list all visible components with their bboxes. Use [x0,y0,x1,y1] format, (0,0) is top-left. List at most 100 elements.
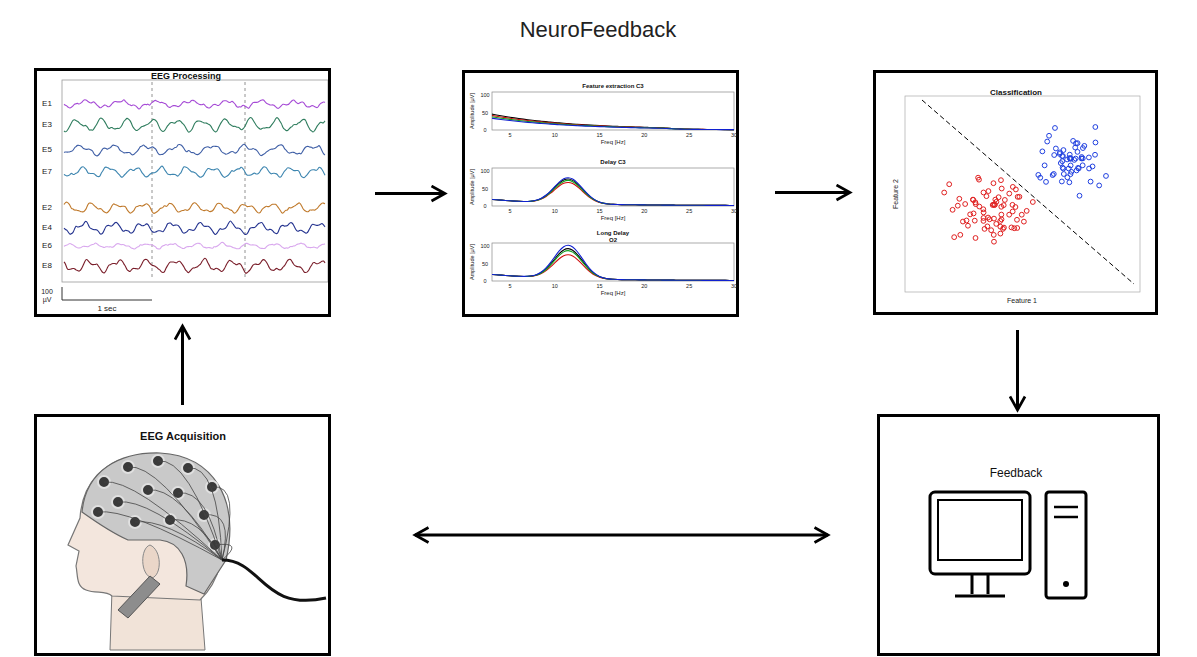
eeg-cap [82,453,230,594]
data-point [1053,126,1058,131]
electrode-wire [98,512,222,560]
data-point [1052,153,1057,158]
classification-box: Classification [873,70,1158,315]
eeg-trace [64,258,325,273]
tick-label: 0 [483,203,486,209]
data-point [991,202,996,207]
channel-name: E7 [42,168,52,177]
node-label: Feature extraction C3 [582,83,644,90]
tick-label: 10 [552,132,558,138]
data-point [981,210,986,215]
data-point [981,190,986,195]
data-point [1061,172,1066,177]
data-point [981,216,986,221]
data-point [999,186,1004,191]
data-point [1072,158,1077,163]
head-illustration [68,453,326,650]
axis-label: Freq [Hz] [601,290,626,297]
channel-name: E4 [42,224,52,233]
flow-arrow [181,326,184,405]
spectrum-curve [492,115,734,129]
data-point [989,228,994,233]
flow-arrow [1016,330,1019,410]
node-label: Classification [990,89,1042,98]
data-point [999,212,1004,217]
data-point [971,197,976,202]
tick-label: 15 [596,283,602,289]
data-point [1017,194,1022,199]
data-point [973,236,978,241]
data-point [1019,212,1024,217]
channel-name: E6 [42,242,52,251]
channel-name: E1 [42,100,52,109]
time-marker [152,82,153,280]
data-point [1024,208,1029,213]
data-point [1015,217,1020,222]
scale-label: 100 µV [37,288,57,303]
data-point [1067,180,1072,185]
drive-slots [1054,507,1078,517]
electrode-wire [212,487,230,560]
spectrum-curve [492,249,734,281]
tick-label: 20 [641,208,647,214]
data-point [1093,152,1098,157]
spectrum-curve [492,114,734,129]
data-point [1007,191,1012,196]
tick-label: 10 [552,283,558,289]
data-point [1082,143,1087,148]
electrode-wire [215,544,232,560]
eeg-trace [64,221,325,234]
data-point [1087,155,1092,160]
plot-frame [62,80,328,282]
tick-label: 20 [641,283,647,289]
data-point [957,196,962,201]
data-point [1053,146,1058,151]
data-point [1010,184,1015,189]
data-point [1007,212,1012,217]
data-point [1051,172,1056,177]
tick-label: 15 [596,208,602,214]
eeg-trace [64,242,325,249]
cable [222,560,326,600]
data-point [996,195,1001,200]
feature-box: Feature extraction C3 Delay C3 Long Delay … [462,70,739,317]
axis-label: Amplitude [µV] [469,169,475,205]
data-point [1069,169,1074,174]
data-point [982,226,987,231]
spectrum-curve [492,178,734,206]
data-point [1001,203,1006,208]
data-point [994,221,999,226]
scatter-frame [905,96,1140,292]
tick-label: 0 [483,127,486,133]
ear [143,545,160,578]
axis-label: Amplitude [µV] [469,244,475,280]
data-point [947,182,952,187]
computer-icon [930,492,1086,598]
data-point [1076,165,1081,170]
data-point [1045,139,1050,144]
data-point [987,217,992,222]
data-point [1042,163,1047,168]
scatter-points [942,125,1109,244]
node-label: EEG Processing [151,72,221,82]
node-label: Long Delay O2 [593,230,633,243]
node-label: Delay C3 [600,159,626,166]
tick-label: 5 [508,283,511,289]
tick-label: 30 [731,283,737,289]
channel-name: E5 [42,146,52,155]
spectrum-axes [492,243,734,281]
data-point [991,232,996,237]
monitor [930,492,1030,574]
channel-name: E2 [42,204,52,213]
tick-label: 30 [731,208,737,214]
electrode-wire [178,493,222,560]
chin-strap [118,576,160,618]
tick-label: 0 [483,278,486,284]
data-point [986,189,991,194]
data-point [1088,179,1093,184]
channel-name: E3 [42,121,52,130]
tick-label: 15 [596,132,602,138]
eeg-trace [64,117,325,132]
screen [938,500,1022,560]
